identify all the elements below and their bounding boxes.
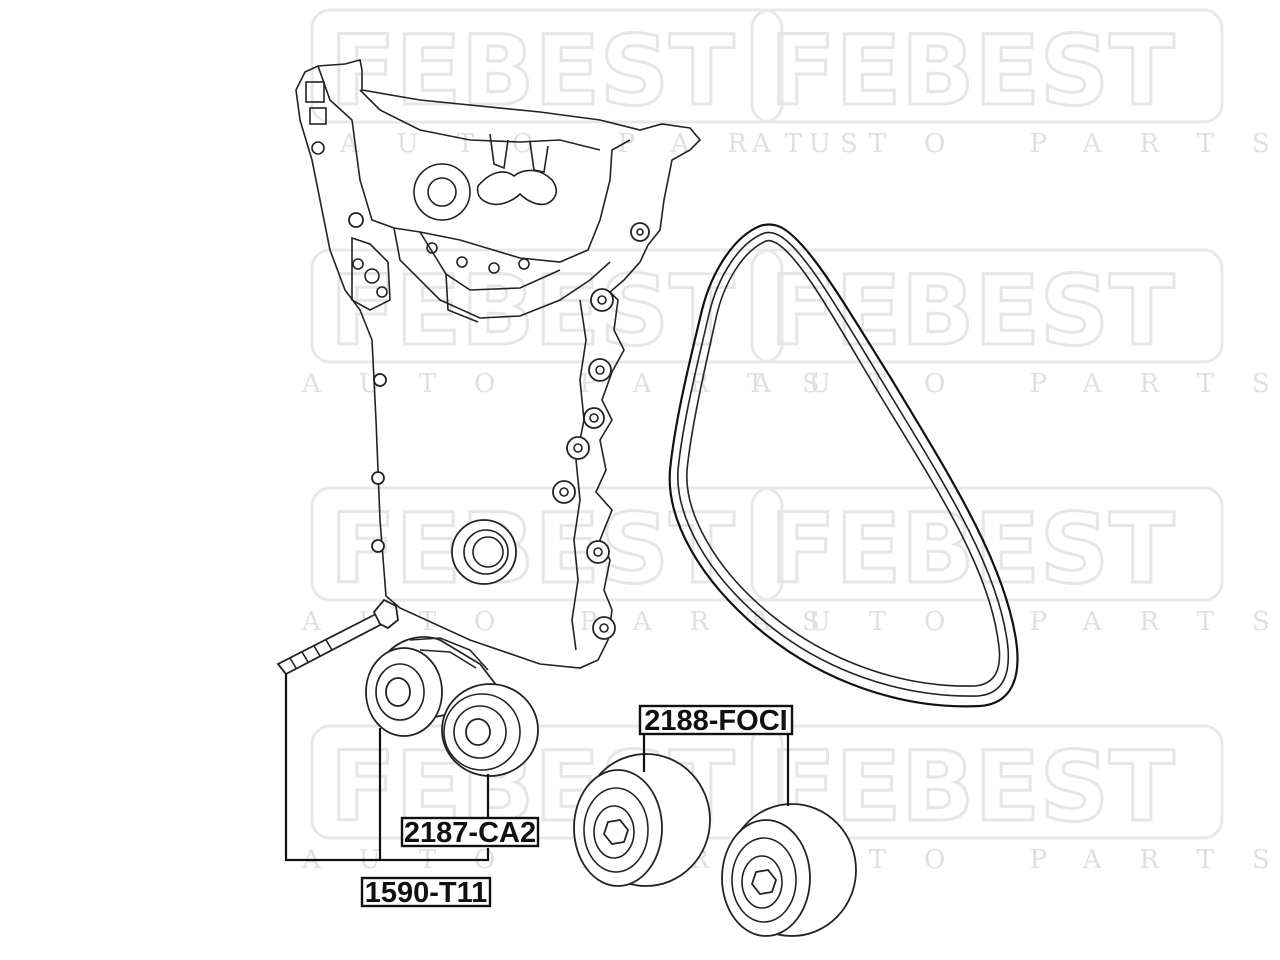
watermark-5: FEBEST AUTO PARTS [301, 486, 820, 637]
label-1590-t11: 1590-T11 [360, 876, 492, 909]
leader-lines [284, 674, 790, 862]
svg-text:FEBEST: FEBEST [770, 493, 1175, 605]
idler-pulley-1 [573, 753, 711, 887]
svg-text:AUTO PARTS: AUTO PARTS [751, 129, 1280, 159]
svg-text:FEBEST: FEBEST [330, 15, 735, 127]
tensioner-pulley [441, 683, 539, 777]
watermark-2: FEBEST AUTO PARTS [750, 8, 1280, 159]
label-2187-ca2: 2187-CA2 [400, 816, 540, 849]
watermark-4: FEBEST AUTO PARTS [750, 248, 1280, 399]
svg-text:FEBEST: FEBEST [770, 15, 1175, 127]
crank-seal [451, 519, 517, 585]
label-2188-foci: 2188-FOCI [638, 704, 794, 737]
svg-text:AUTO PARTS: AUTO PARTS [301, 369, 858, 399]
svg-text:FEBEST: FEBEST [770, 255, 1175, 367]
timing-cover [295, 59, 702, 669]
svg-text:AUTO PARTS: AUTO PARTS [339, 129, 896, 159]
ribbed-belt [668, 223, 1019, 708]
svg-text:FEBEST: FEBEST [330, 493, 735, 605]
tensioner-bolt [276, 598, 399, 676]
idler-pulley-2 [721, 803, 857, 937]
part-number-idler: 2188-FOCI [644, 705, 787, 737]
part-number-pulley: 2187-CA2 [404, 817, 536, 849]
svg-text:AUTO PARTS: AUTO PARTS [751, 369, 1280, 399]
watermark-6: FEBEST AUTO PARTS [750, 486, 1270, 637]
cover-bosses [348, 212, 650, 640]
part-number-tensioner: 1590-T11 [365, 877, 488, 909]
watermark-1: FEBEST AUTO PARTS [310, 8, 896, 159]
